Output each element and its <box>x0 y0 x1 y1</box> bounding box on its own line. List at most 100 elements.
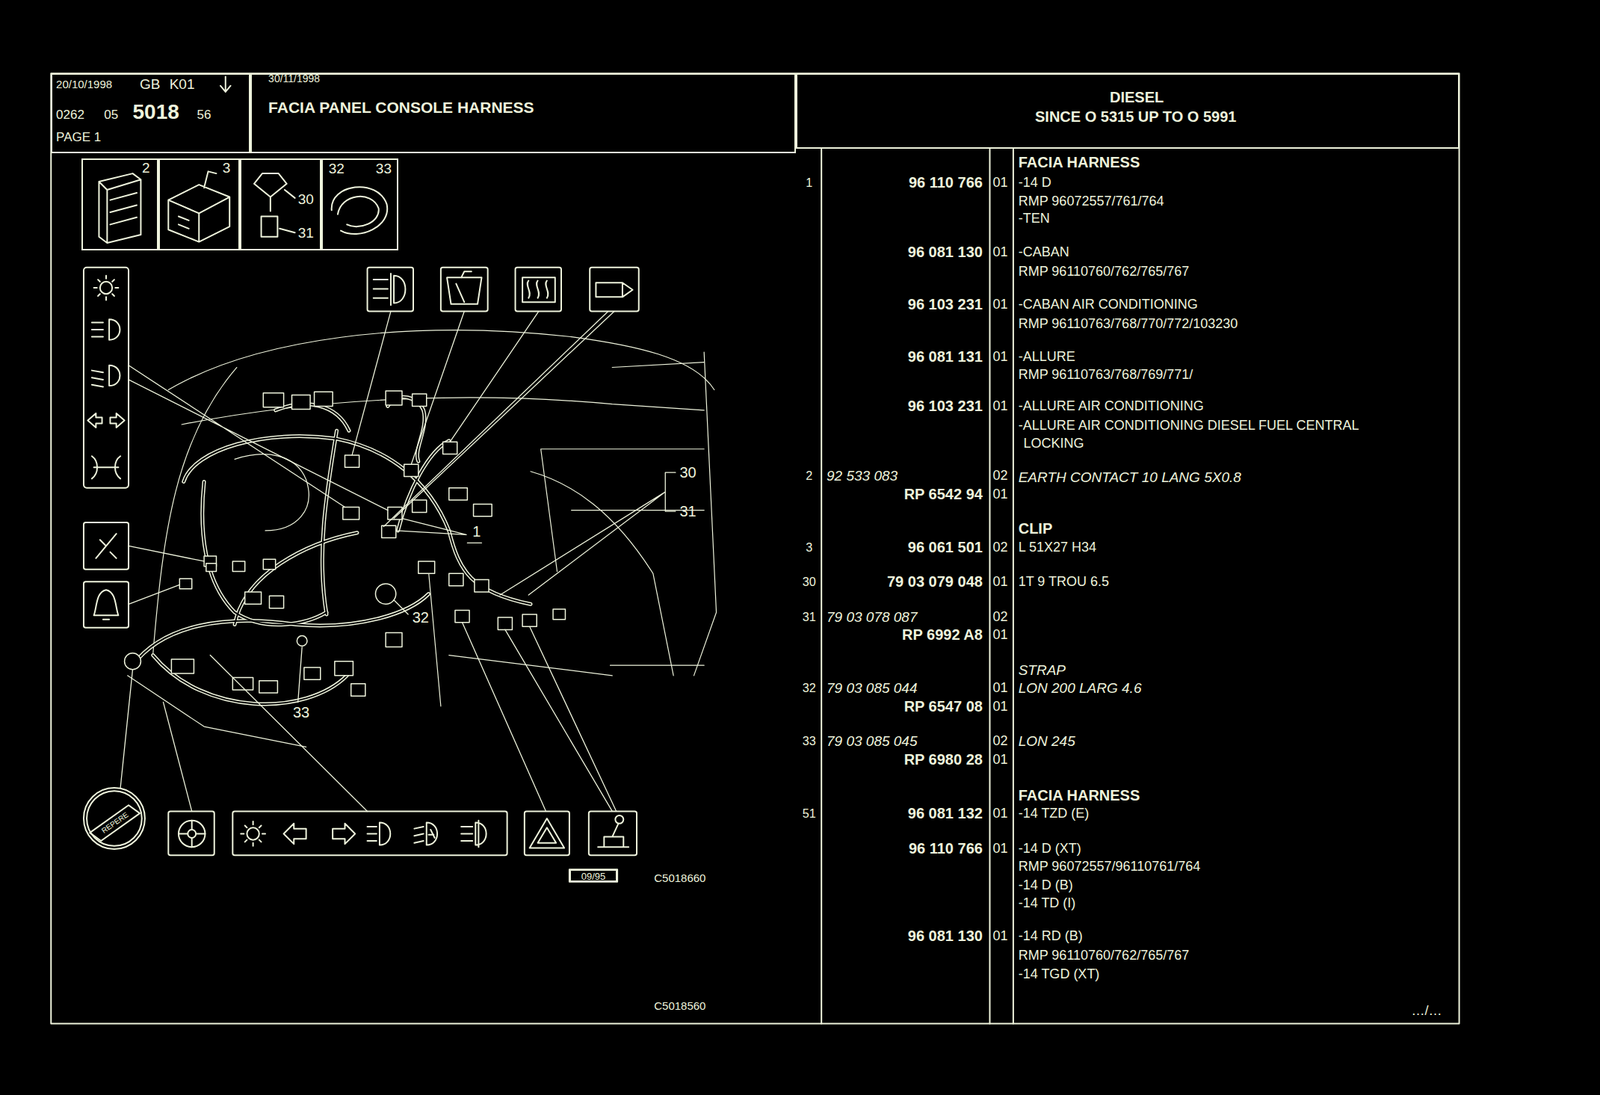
table-cell: 33 <box>802 734 817 747</box>
table-cell: 01 <box>993 399 1009 413</box>
table-cell: EARTH CONTACT 10 LANG 5X0.8 <box>1018 469 1242 484</box>
harness-connector <box>522 614 537 627</box>
table-cell: RMP 96110760/762/765/767 <box>1018 264 1190 279</box>
node-text: 31 <box>298 225 314 240</box>
inset-box: 3233 <box>321 158 398 251</box>
table-cell: -14 TZD (E) <box>1018 806 1090 820</box>
table-cell: 02 <box>993 468 1009 483</box>
callout-number: 32 <box>412 609 429 625</box>
harness-connector <box>553 609 565 620</box>
table-cell: RMP 96110763/768/769/771/ <box>1018 367 1194 382</box>
table-cell: 01 <box>993 627 1009 642</box>
symbol-icons <box>83 522 129 570</box>
table-cell: 01 <box>993 752 1009 766</box>
harness-connector <box>497 617 512 630</box>
harness-connector <box>345 455 360 468</box>
harness-connector <box>296 635 308 647</box>
date-box: 09/95 <box>569 869 618 882</box>
harness-connector <box>124 653 142 670</box>
table-cell: 79 03 085 044 <box>826 680 918 696</box>
table-cell: 3 <box>805 541 813 554</box>
symbol-icons <box>373 273 406 305</box>
harness-tube <box>275 404 349 431</box>
table-cell: -14 D (B) <box>1018 878 1074 892</box>
harness-connector <box>381 525 397 538</box>
header-cell: DIESEL SINCE O 5315 UP TO O 5991 <box>795 73 1460 149</box>
table-cell: -TEN <box>1018 211 1050 225</box>
table-cell: RP 6992 A8 <box>902 626 983 642</box>
table-cell: 96 081 132 <box>907 805 983 821</box>
table-cell: 92 533 083 <box>826 468 898 483</box>
table-cell: 01 <box>993 175 1009 190</box>
callout-number: 1 <box>472 523 481 539</box>
table-cell: RP 6547 08 <box>904 698 983 714</box>
symbol-icons <box>83 787 145 849</box>
harness-connector <box>263 558 276 570</box>
table-cell: 96 110 766 <box>908 174 983 190</box>
table-cell: 96 081 130 <box>907 244 983 260</box>
vehicle-outline <box>610 351 717 676</box>
table-cell: 30 <box>802 575 817 588</box>
harness-connector <box>245 591 262 604</box>
symbol-icons <box>91 455 121 479</box>
leader-line <box>120 622 617 812</box>
table-cell: STRAP <box>1018 662 1066 677</box>
symbol-icons <box>187 829 196 838</box>
symbol-icons <box>367 822 391 845</box>
table-cell: 96 061 501 <box>907 539 983 555</box>
harness-tube <box>183 436 531 605</box>
node-text: 2 <box>141 159 151 175</box>
drawing-ref: C5018560 <box>653 999 706 1011</box>
symbol-icons <box>461 820 486 847</box>
table-cell: FACIA HARNESS <box>1018 787 1141 803</box>
page-frame <box>821 148 1014 1024</box>
symbol-icons <box>615 815 624 824</box>
harness-connector <box>259 680 279 693</box>
table-cell: 01 <box>993 680 1009 695</box>
table-cell: RMP 96110763/768/770/772/103230 <box>1018 316 1239 331</box>
header-cell: 20/10/1998GBK01026205501856PAGE 1 <box>50 73 250 154</box>
harness-tube-core <box>322 430 337 615</box>
symbol-icons <box>588 810 637 855</box>
inset-icons <box>98 173 141 243</box>
leader-line <box>128 545 205 604</box>
node-text: 05 <box>103 107 119 121</box>
symbol-icons <box>168 810 214 855</box>
leader-line <box>351 310 615 527</box>
harness-connector <box>232 561 245 572</box>
table-cell: 1T 9 TROU 6.5 <box>1018 574 1110 589</box>
node-text: PAGE 1 <box>56 130 101 143</box>
symbol-icons <box>232 810 507 855</box>
symbol-icons <box>524 810 570 855</box>
inset-icons <box>254 173 296 237</box>
harness-connector <box>171 659 194 674</box>
harness-tube <box>133 594 429 666</box>
harness-connector <box>343 507 360 520</box>
symbol-icons <box>89 804 140 841</box>
vehicle-outline <box>127 330 717 748</box>
harness-connector <box>334 661 354 676</box>
table-cell: RP 6542 94 <box>904 486 983 502</box>
symbol-icons <box>589 267 639 312</box>
harness-connector <box>473 503 493 516</box>
table-cell: 01 <box>993 928 1009 943</box>
inset-icons <box>98 171 388 243</box>
drawing-ref: C5018660 <box>653 872 706 884</box>
symbol-icons <box>440 267 488 312</box>
node-text: 32 <box>328 161 345 176</box>
table-cell: 01 <box>993 349 1009 364</box>
table-cell: -ALLURE <box>1018 349 1076 364</box>
table-cell: 79 03 085 045 <box>826 733 918 749</box>
harness-connector <box>351 683 366 696</box>
harness-tube-core <box>202 481 327 625</box>
harness-tube-core <box>398 440 450 531</box>
page-frame <box>50 73 1459 1024</box>
table-cell: 02 <box>993 540 1009 554</box>
node-text: 30/11/1998 <box>268 73 320 84</box>
harness-connector <box>292 394 311 409</box>
page-frame <box>220 76 231 92</box>
symbol-icons <box>178 820 206 847</box>
table-cell: 96 110 766 <box>908 840 983 856</box>
node-text: SINCE O 5315 UP TO O 5991 <box>1035 109 1237 125</box>
node-text: DIESEL <box>1109 89 1164 105</box>
